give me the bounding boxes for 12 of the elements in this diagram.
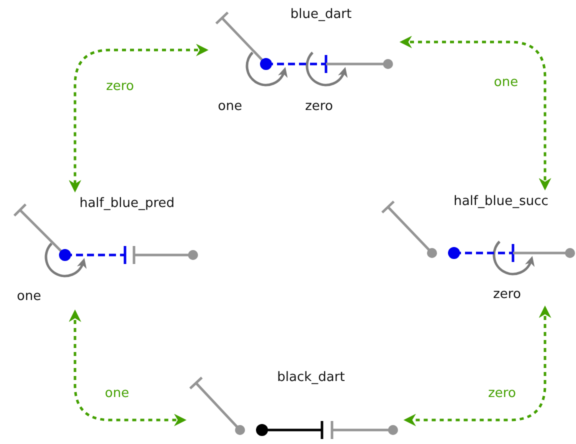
rotation-label: one: [16, 289, 42, 305]
rotation-label: zero: [493, 287, 521, 303]
double-arrow: [68, 310, 186, 426]
double-arrow: [400, 36, 552, 190]
tile-label: half_blue_succ: [454, 194, 548, 210]
tile-label: blue_dart: [290, 7, 352, 23]
double-arrow: [68, 44, 208, 192]
tile-label: black_dart: [277, 370, 345, 386]
double-arrow: [404, 306, 552, 426]
tile-label: half_blue_pred: [79, 196, 175, 212]
rotation-label: one: [218, 99, 242, 115]
rotation-label: zero: [305, 99, 333, 115]
